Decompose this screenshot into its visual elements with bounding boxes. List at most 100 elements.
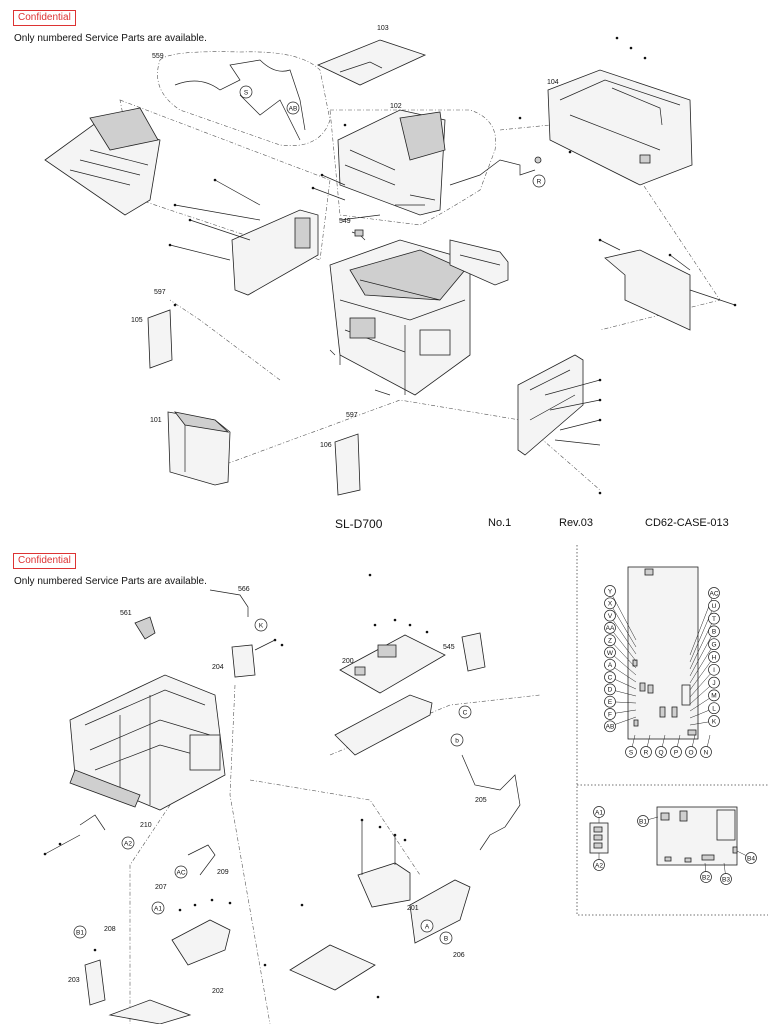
board-callout-l: L [689,702,720,719]
board-callout-t: T [689,612,720,670]
svg-text:AC: AC [709,590,718,597]
document-code: CD62-CASE-013 [645,517,729,529]
part-label-597-a: 597 [154,289,166,296]
svg-text:E: E [608,699,613,706]
part-label-203: 203 [68,977,80,984]
svg-text:W: W [607,650,614,657]
part-210 [79,814,106,831]
screw-markers [43,573,429,999]
circle-label-S: S [239,85,253,99]
svg-text:A1: A1 [595,809,603,816]
part-label-545: 545 [443,644,455,651]
part-label-205: 205 [475,797,487,804]
svg-text:B4: B4 [747,855,755,862]
board-callout-w: W [604,646,637,676]
part-label-549: 549 [339,218,351,225]
main-chassis [329,239,471,396]
board-tray [334,694,433,756]
svg-text:J: J [712,680,715,687]
svg-text:M: M [711,693,716,700]
svg-text:b: b [455,738,459,745]
right-side-panel [517,354,584,456]
board-callout-q: Q [655,734,667,758]
part-106-panel [334,433,361,496]
board-callout-y: Y [604,585,637,641]
board-callout-c: C [604,671,637,690]
svg-text:G: G [711,642,716,649]
svg-text:P: P [674,749,678,756]
right-top-panel [604,249,691,331]
svg-text:C: C [463,710,468,717]
svg-text:V: V [608,613,613,620]
board-callout-x: X [604,597,637,648]
board-callout-e: E [604,695,637,708]
service-parts-note: Only numbered Service Parts are availabl… [14,576,207,587]
front-tray-assembly [44,107,161,216]
confidential-badge: Confidential [13,10,76,26]
right-bracket [449,239,509,286]
svg-text:AB: AB [606,724,615,731]
svg-text:A2: A2 [124,841,132,848]
part-label-559: 559 [152,53,164,60]
circle-label-b: b [450,733,464,747]
part-label-561: 561 [120,610,132,617]
small-board-callout-b2: B2 [700,862,712,883]
board-callout-h: H [689,651,720,691]
part-label-206: 206 [453,952,465,959]
board-callout-n: N [700,734,712,758]
svg-text:X: X [608,601,613,608]
confidential-badge: Confidential [13,553,76,569]
sheet-number: No.1 [488,517,512,529]
circle-label-R: R [532,174,546,188]
circle-label-A1: A1 [151,901,165,915]
svg-text:Q: Q [658,749,663,756]
board-callout-g: G [689,638,720,684]
circle-label-B1: B1 [73,925,87,939]
circle-label-AB: AB [286,101,300,115]
part-label-104: 104 [547,79,559,86]
part-label-208: 208 [104,926,116,933]
part-204 [231,644,256,678]
part-102-front-panel [337,109,446,216]
svg-text:AB: AB [289,106,298,113]
part-561 [134,616,156,640]
small-board-callout-b4: B4 [736,850,757,864]
part-200-board [339,634,446,694]
circle-label-A2: A2 [121,836,135,850]
part-545 [461,632,486,672]
bottom-tray [289,944,376,991]
part-201-board [357,862,411,908]
board-callout-o: O [685,734,697,758]
part-559-cable [174,59,306,141]
part-label-204: 204 [212,664,224,671]
board-callout-b: B [689,625,720,677]
screw-markers [168,36,737,495]
svg-text:A: A [425,924,430,931]
part-203 [84,959,106,1006]
svg-text:AC: AC [176,870,185,877]
part-205-cable [461,754,521,851]
svg-text:Z: Z [608,638,612,645]
svg-text:K: K [259,623,264,630]
svg-text:B: B [712,629,716,636]
case-exploded-diagram: 103 559 104 102 549 597 105 101 597 106 … [44,25,737,496]
revision-number: Rev.03 [559,517,594,529]
board-callout-d: D [604,683,637,697]
part-206 [409,879,471,944]
part-566 [209,589,249,617]
small-board-callout-b1: B1 [637,815,659,827]
svg-text:A: A [608,662,613,669]
svg-text:C: C [608,674,613,681]
part-101-panel [167,411,231,486]
part-label-200: 200 [342,658,354,665]
bottom-plate [108,999,192,1024]
board-callout-i: I [689,663,720,698]
left-side-panel [231,209,319,296]
svg-text:A1: A1 [154,906,162,913]
svg-text:Y: Y [608,588,613,595]
